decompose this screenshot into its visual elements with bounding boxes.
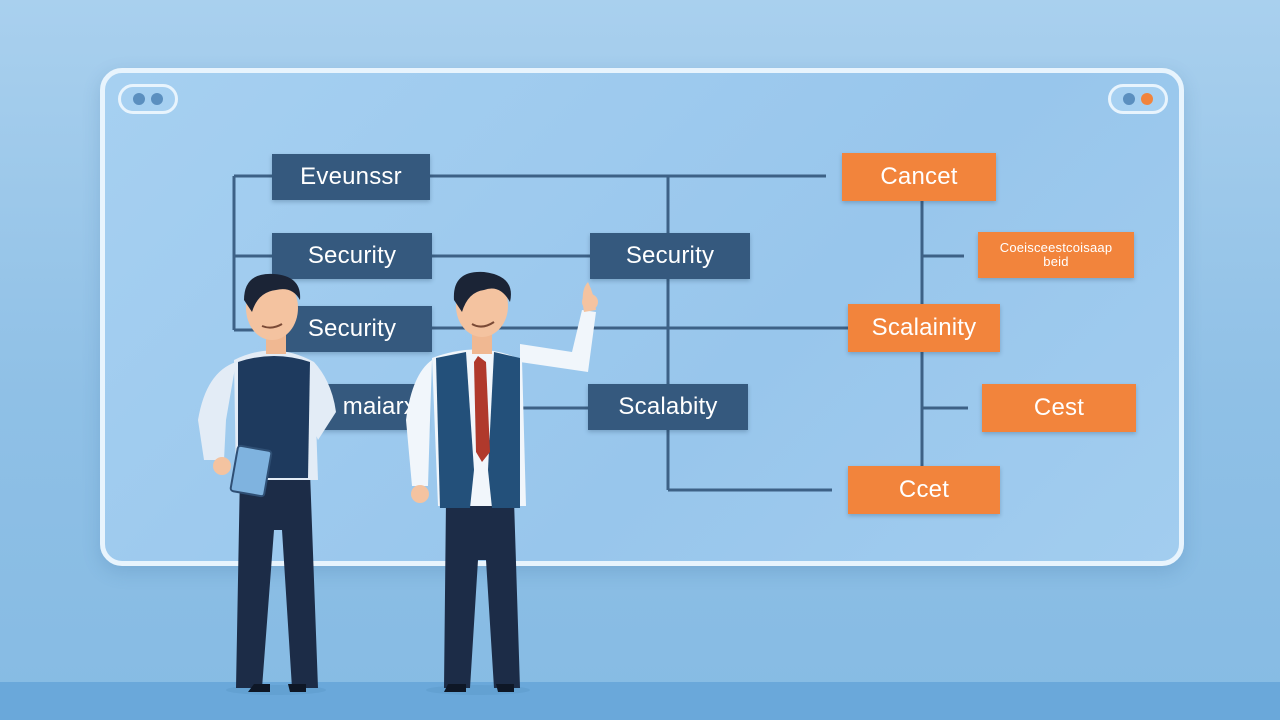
person-left <box>198 273 336 695</box>
person-right <box>406 271 598 695</box>
window-dot-icon <box>151 93 163 105</box>
node-ccet: Ccet <box>848 466 1000 514</box>
floor <box>0 682 1280 720</box>
window-controls-right <box>1108 84 1168 114</box>
window-dot-icon <box>1123 93 1135 105</box>
node-security-left: Security <box>272 233 432 279</box>
window-dot-icon <box>133 93 145 105</box>
node-garbled-label: Coeisceestcoisaap beid <box>978 232 1134 278</box>
node-security-left-2: Security <box>272 306 432 352</box>
node-cancet: Cancet <box>842 153 996 201</box>
node-eveunssr: Eveunssr <box>272 154 430 200</box>
node-security-center: Security <box>590 233 750 279</box>
window-dot-orange-icon <box>1141 93 1153 105</box>
node-scalainity: Scalainity <box>848 304 1000 352</box>
window-controls-left <box>118 84 178 114</box>
node-cest: Cest <box>982 384 1136 432</box>
node-scalabity: Scalabity <box>588 384 748 430</box>
